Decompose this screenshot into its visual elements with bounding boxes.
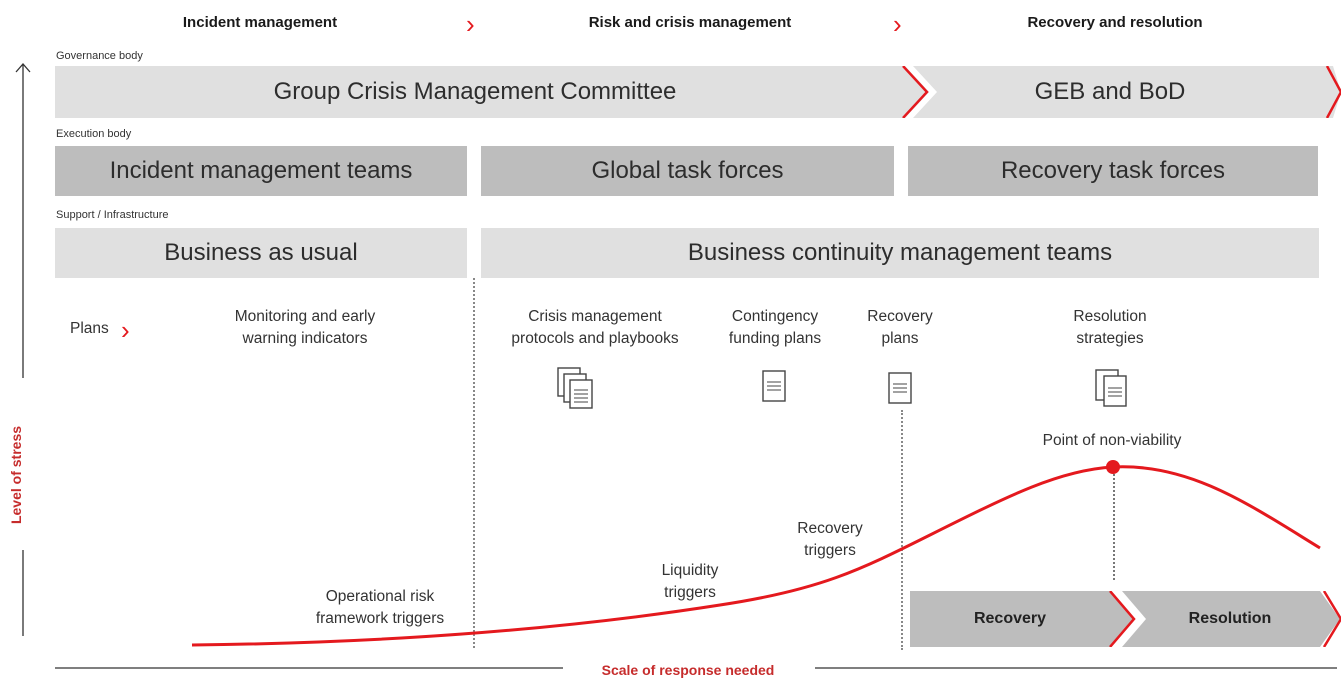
contingency-line-2: funding plans (728, 330, 822, 347)
x-axis (55, 667, 1337, 669)
crisis-line-1: Crisis management (528, 308, 662, 325)
recovery-plan-line-1: Recovery (867, 308, 933, 325)
chevron-right-icon: › (466, 9, 475, 39)
resolution-line-2: strategies (1076, 330, 1144, 347)
business-continuity-teams: Business continuity management teams (481, 228, 1319, 278)
document-icon (888, 372, 912, 404)
crisis-line-2: protocols and playbooks (511, 330, 679, 347)
oprisk-triggers-line-2: framework triggers (315, 610, 445, 627)
recovery-plan: Recovery plans (850, 306, 950, 350)
monitoring-line-2: warning indicators (242, 330, 368, 347)
liquidity-triggers-line-2: triggers (664, 584, 716, 601)
monitoring-line-1: Monitoring and early (234, 308, 376, 325)
support-infrastructure-label: Support / Infrastructure (56, 209, 169, 221)
recovery-plan-line-2: plans (881, 330, 919, 347)
pnv-divider (1113, 470, 1115, 580)
governance-bars (55, 66, 1341, 118)
x-axis-label: Scale of response needed (601, 662, 775, 678)
recovery-task-forces: Recovery task forces (908, 146, 1318, 196)
phase-risk-crisis-management: Risk and crisis management (588, 14, 792, 31)
oprisk-triggers-line-1: Operational risk (325, 588, 435, 605)
liquidity-triggers-label: Liquidity triggers (640, 560, 740, 604)
point-of-non-viability-label: Point of non-viability (1042, 432, 1182, 449)
phase-incident-management: Incident management (182, 14, 338, 31)
document-icon (762, 370, 786, 402)
group-crisis-committee: Group Crisis Management Committee (273, 78, 677, 105)
global-task-forces: Global task forces (481, 146, 894, 196)
resolution-stage: Resolution (1188, 610, 1272, 627)
geb-bod: GEB and BoD (1034, 78, 1186, 105)
resolution-line-1: Resolution (1073, 308, 1147, 325)
recovery-resolution-arrows (910, 591, 1341, 647)
liquidity-triggers-line-1: Liquidity (661, 562, 719, 579)
chevron-right-icon: › (121, 315, 130, 345)
monitoring-plan: Monitoring and early warning indicators (190, 306, 420, 350)
documents-stack-icon (557, 367, 593, 409)
contingency-funding-plan: Contingency funding plans (710, 306, 840, 350)
recovery-stage: Recovery (973, 610, 1047, 627)
recovery-triggers-line-1: Recovery (797, 520, 863, 537)
incident-management-teams: Incident management teams (55, 146, 467, 196)
contingency-line-1: Contingency (731, 308, 819, 325)
y-axis-label: Level of stress (8, 425, 24, 525)
documents-pair-icon (1095, 369, 1127, 407)
point-of-non-viability-marker (1106, 460, 1120, 474)
plans-label: Plans (70, 320, 109, 337)
execution-body-label: Execution body (56, 128, 132, 140)
phase-divider-1 (473, 278, 475, 648)
chevron-right-icon: › (893, 9, 902, 39)
operational-risk-triggers-label: Operational risk framework triggers (290, 586, 470, 630)
business-as-usual: Business as usual (55, 228, 467, 278)
governance-body-label: Governance body (56, 50, 143, 62)
recovery-triggers-line-2: triggers (804, 542, 856, 559)
resolution-strategy: Resolution strategies (1050, 306, 1170, 350)
y-axis (15, 63, 31, 636)
phase-recovery-resolution: Recovery and resolution (1027, 14, 1203, 31)
phase-divider-2 (901, 410, 903, 650)
recovery-triggers-label: Recovery triggers (775, 518, 885, 562)
crisis-management-plan: Crisis management protocols and playbook… (490, 306, 700, 350)
